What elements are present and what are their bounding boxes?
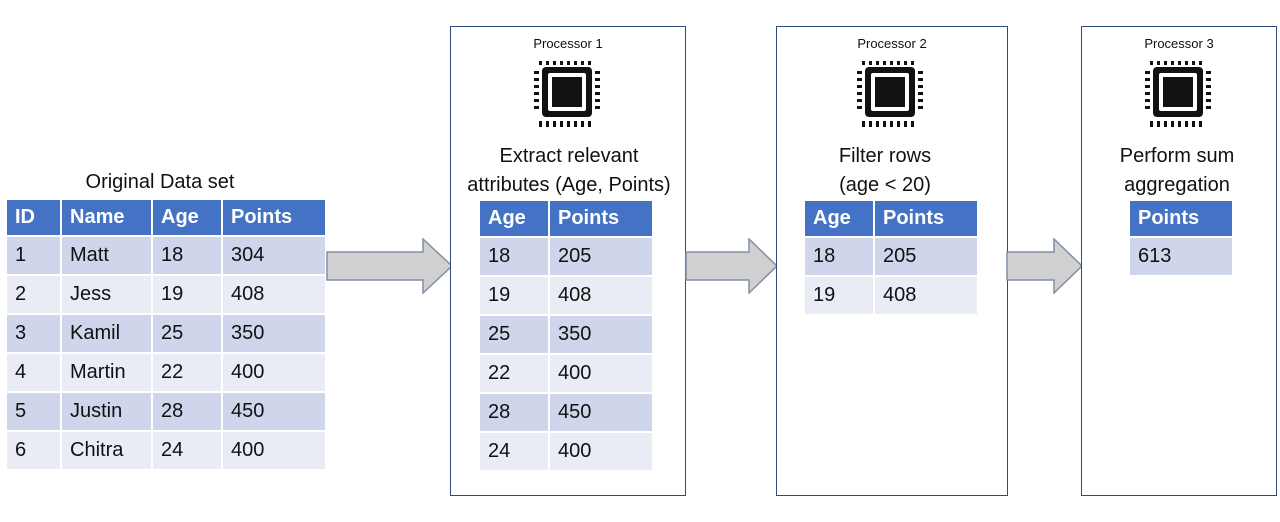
- flow-arrow-3: [1006, 238, 1084, 294]
- table-row: 28 450: [480, 394, 652, 431]
- processor-3-label: Processor 3: [1144, 36, 1214, 51]
- table-header-row: Age Points: [480, 201, 652, 236]
- column-header-points: Points: [1130, 201, 1232, 236]
- table-row: 1 Matt 18 304: [7, 237, 325, 274]
- caption-line: aggregation: [1124, 174, 1230, 196]
- table-cell: 4: [7, 354, 60, 391]
- table-row: 18 205: [805, 238, 977, 275]
- caption-line: (age < 20): [839, 174, 931, 196]
- table-row: 613: [1130, 238, 1232, 275]
- table-row: 19 408: [805, 277, 977, 314]
- table-row: 18 205: [480, 238, 652, 275]
- table-cell: Chitra: [62, 432, 151, 469]
- table-cell: 19: [480, 277, 548, 314]
- table-cell: 22: [153, 354, 221, 391]
- processor-2-panel: Processor 2 Filter rows (age < 20) Age P…: [776, 26, 1008, 496]
- table-cell: 28: [480, 394, 548, 431]
- caption-line: attributes (Age, Points): [467, 174, 671, 196]
- table-cell: 24: [480, 433, 548, 470]
- table-row: 4 Martin 22 400: [7, 354, 325, 391]
- caption-line: Perform sum: [1119, 145, 1235, 167]
- column-header-points: Points: [550, 201, 652, 236]
- table-cell: 19: [805, 277, 873, 314]
- processor-1-caption: Extract relevant attributes (Age, Points…: [451, 142, 687, 200]
- processor-2-table: Age Points 18 205 19 408: [803, 199, 979, 316]
- processor-chip-icon: [534, 61, 600, 127]
- processor-3-caption: Perform sum aggregation: [1082, 142, 1272, 200]
- processor-chip-icon: [1145, 61, 1211, 127]
- processor-2-caption: Filter rows (age < 20): [777, 142, 993, 200]
- table-cell: 350: [550, 316, 652, 353]
- table-cell: Matt: [62, 237, 151, 274]
- column-header-points: Points: [875, 201, 977, 236]
- processor-3-panel: Processor 3 Perform sum aggregation Poin…: [1081, 26, 1277, 496]
- table-cell: 18: [480, 238, 548, 275]
- table-cell: 25: [153, 315, 221, 352]
- table-cell: 19: [153, 276, 221, 313]
- table-cell: Kamil: [62, 315, 151, 352]
- table-cell: 205: [875, 238, 977, 275]
- column-header-points: Points: [223, 200, 325, 235]
- caption-line: Filter rows: [838, 145, 932, 167]
- original-dataset-title: Original Data set: [85, 171, 235, 193]
- table-cell: 25: [480, 316, 548, 353]
- table-row: 22 400: [480, 355, 652, 392]
- column-header-age: Age: [153, 200, 221, 235]
- table-cell: 450: [550, 394, 652, 431]
- table-cell: 613: [1130, 238, 1232, 275]
- caption-line: Extract relevant: [499, 145, 639, 167]
- processor-1-panel: Processor 1 Extract relevant attributes …: [450, 26, 686, 496]
- table-cell: 18: [153, 237, 221, 274]
- table-row: 3 Kamil 25 350: [7, 315, 325, 352]
- table-row: 19 408: [480, 277, 652, 314]
- column-header-age: Age: [480, 201, 548, 236]
- table-row: 6 Chitra 24 400: [7, 432, 325, 469]
- table-cell: 18: [805, 238, 873, 275]
- table-cell: Justin: [62, 393, 151, 430]
- column-header-id: ID: [7, 200, 60, 235]
- table-cell: 304: [223, 237, 325, 274]
- flow-arrow-2: [685, 238, 779, 294]
- table-cell: 22: [480, 355, 548, 392]
- table-cell: 3: [7, 315, 60, 352]
- flow-arrow-1: [326, 238, 454, 294]
- table-cell: 408: [223, 276, 325, 313]
- table-row: 24 400: [480, 433, 652, 470]
- table-cell: 400: [550, 433, 652, 470]
- table-cell: Jess: [62, 276, 151, 313]
- table-cell: 24: [153, 432, 221, 469]
- processor-1-table: Age Points 18 205 19 408 25 350 22 400 2: [478, 199, 654, 472]
- table-cell: 205: [550, 238, 652, 275]
- table-cell: 350: [223, 315, 325, 352]
- table-header-row: Points: [1130, 201, 1232, 236]
- processor-chip-icon: [857, 61, 923, 127]
- processor-1-label: Processor 1: [533, 36, 603, 51]
- original-dataset-table: ID Name Age Points 1 Matt 18 304 2 Jess …: [5, 198, 327, 471]
- table-cell: 5: [7, 393, 60, 430]
- column-header-name: Name: [62, 200, 151, 235]
- table-cell: 400: [550, 355, 652, 392]
- table-cell: 6: [7, 432, 60, 469]
- table-cell: 450: [223, 393, 325, 430]
- column-header-age: Age: [805, 201, 873, 236]
- table-cell: 2: [7, 276, 60, 313]
- table-row: 2 Jess 19 408: [7, 276, 325, 313]
- table-header-row: Age Points: [805, 201, 977, 236]
- table-cell: 408: [875, 277, 977, 314]
- table-cell: 1: [7, 237, 60, 274]
- table-cell: 408: [550, 277, 652, 314]
- processor-2-label: Processor 2: [857, 36, 927, 51]
- table-header-row: ID Name Age Points: [7, 200, 325, 235]
- table-row: 25 350: [480, 316, 652, 353]
- table-cell: Martin: [62, 354, 151, 391]
- table-cell: 28: [153, 393, 221, 430]
- table-cell: 400: [223, 354, 325, 391]
- table-cell: 400: [223, 432, 325, 469]
- processor-3-table: Points 613: [1128, 199, 1234, 277]
- table-row: 5 Justin 28 450: [7, 393, 325, 430]
